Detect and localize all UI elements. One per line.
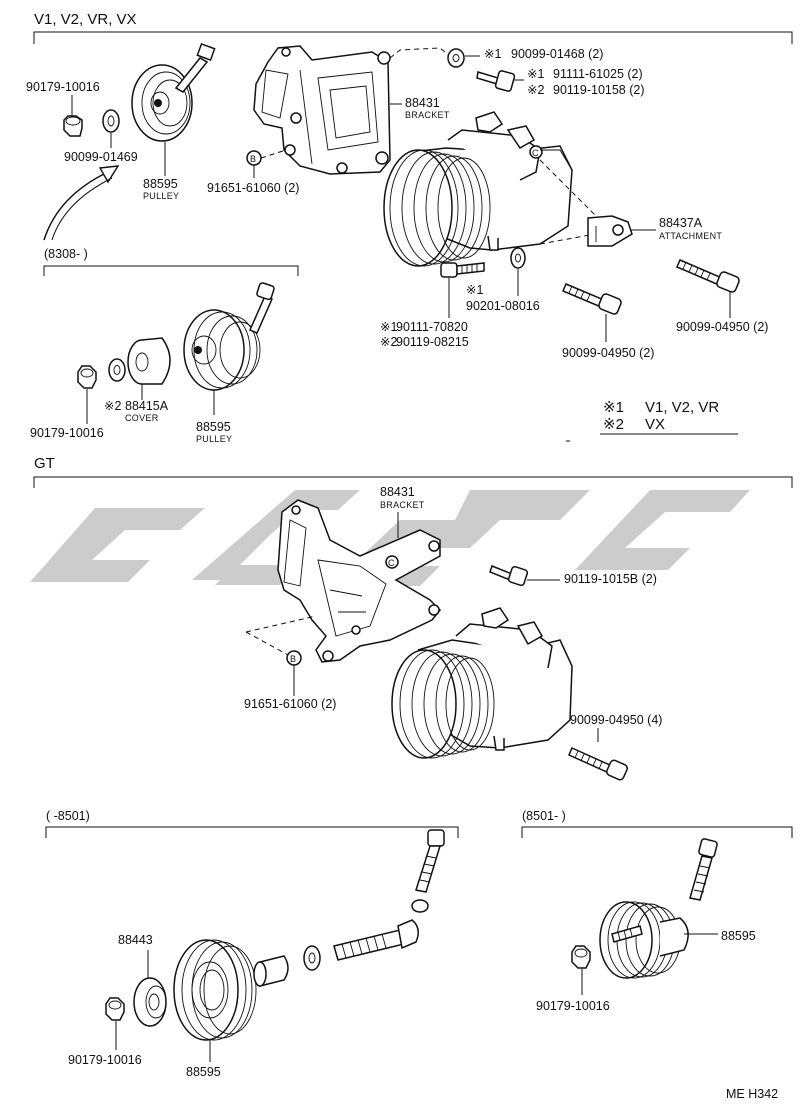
legend-note1: ※1 [603, 399, 624, 416]
section-title-v: V1, V2, VR, VX [34, 11, 137, 28]
stud-bottom-left [333, 919, 419, 961]
label-88431-top: 88431 [405, 96, 440, 110]
washer-90099-01469 [102, 109, 120, 133]
label-90119-1015b-gt: 90119-1015B (2) [564, 572, 657, 586]
note2-a: ※2 [527, 83, 544, 97]
note1-d: ※1 [380, 320, 397, 334]
label-attachment: ATTACHMENT [659, 231, 722, 241]
label-88443: 88443 [118, 933, 153, 947]
subsection-8308: (8308- ) [44, 247, 88, 261]
circle-c-compressor: C [532, 148, 539, 158]
circle-c-gt: C [388, 558, 395, 568]
legend-note2: ※2 [603, 416, 624, 433]
label-90179-10016-bottom-right: 90179-10016 [536, 999, 610, 1013]
bolt-91111-61025 [476, 70, 516, 92]
washer-90099-01468 [447, 48, 465, 68]
watermark-logo [30, 490, 750, 586]
label-bracket-gt: BRACKET [380, 500, 425, 510]
label-88437a: 88437A [659, 216, 703, 230]
note2-b: ※2 [380, 335, 397, 349]
bolt-90119-gt [489, 565, 529, 587]
label-bracket-top: BRACKET [405, 110, 450, 120]
circle-b-top: B [250, 154, 256, 164]
washer-88443 [133, 977, 167, 1027]
bolt-90111-70820 [440, 262, 485, 278]
section-bracket-v [33, 31, 793, 44]
label-90111-70820: 90111-70820 [396, 320, 468, 334]
bolt-bottom-left [411, 829, 445, 913]
label-90099-01468: 90099-01468 (2) [511, 47, 603, 61]
label-90099-04950-a: 90099-04950 (2) [562, 346, 654, 360]
legend-text1: V1, V2, VR [645, 399, 719, 416]
label-88431-gt: 88431 [380, 485, 415, 499]
label-91651-61060-top: 91651-61060 (2) [207, 181, 299, 195]
label-90099-04950-b: 90099-04950 (2) [676, 320, 768, 334]
label-91111-61025: 91111-61025 (2) [553, 67, 643, 81]
subsection-bracket-8501-after [521, 826, 793, 838]
bracket-88431-gt: C [277, 499, 442, 663]
label-91651-61060-gt: 91651-61060 (2) [244, 697, 336, 711]
note2-c: ※2 [104, 399, 121, 413]
label-90201-08016: 90201-08016 [466, 299, 540, 313]
compressor-gt [391, 607, 573, 759]
bracket-88431-top [253, 45, 391, 175]
note1-a: ※1 [484, 47, 501, 61]
legend: ※1 V1, V2, VR ※2 VX [600, 399, 738, 435]
label-90119-10158-top: 90119-10158 (2) [553, 83, 645, 97]
page-code: ME H342 [726, 1087, 778, 1101]
label-90099-01469: 90099-01469 [64, 150, 138, 164]
pulley-88595-bottom-right [599, 901, 689, 979]
label-pulley-top: PULLEY [143, 191, 179, 201]
circle-b-gt: B [290, 654, 296, 664]
label-88595-mid: 88595 [196, 420, 231, 434]
label-90119-08215: 90119-08215 [396, 335, 469, 349]
subsection-8501-after: (8501- ) [522, 809, 566, 823]
bolt-90099-04950-b [676, 259, 740, 293]
note1-b: ※1 [527, 67, 544, 81]
pulley-88595-bottom-left [173, 939, 257, 1041]
subsection-bracket-8308 [43, 265, 299, 276]
washer-mid [108, 358, 126, 382]
compressor-top: C [383, 111, 573, 267]
label-90179-10016-top: 90179-10016 [26, 80, 100, 94]
label-cover: COVER [125, 413, 159, 423]
bolt-90099-04950-gt [568, 747, 628, 781]
bolt-bottom-right [689, 838, 718, 901]
nut-90179-bottom-left [105, 997, 125, 1021]
pulley-88595-mid [183, 282, 275, 391]
nut-90179-mid [77, 365, 97, 389]
label-88595-bottom-left: 88595 [186, 1065, 221, 1079]
label-90179-10016-mid: 90179-10016 [30, 426, 104, 440]
cover-88415a [127, 337, 171, 385]
label-90179-10016-bottom-left: 90179-10016 [68, 1053, 142, 1067]
label-90099-04950-gt: 90099-04950 (4) [570, 713, 662, 727]
arrow-icon [43, 165, 120, 241]
washer-bottom-left [303, 945, 321, 971]
pulley-88595-top [131, 43, 216, 142]
nut-90179-bottom-right [571, 945, 591, 969]
subsection-bracket-8501-before [45, 826, 459, 838]
bolt-90099-04950-a [562, 283, 622, 315]
section-bracket-gt [33, 476, 793, 488]
label-pulley-mid: PULLEY [196, 434, 232, 444]
note1-c: ※1 [466, 283, 483, 297]
legend-text2: VX [645, 416, 665, 433]
attachment-88437a [587, 215, 633, 247]
label-88595-bottom-right: 88595 [721, 929, 756, 943]
washer-90201-08016 [510, 247, 526, 269]
section-title-gt: GT [34, 455, 55, 472]
subsection-8501-before: ( -8501) [46, 809, 90, 823]
label-88595-top: 88595 [143, 177, 178, 191]
nut-90179-top [63, 115, 83, 137]
spacer-bottom-left [253, 955, 289, 987]
label-88415a: 88415A [125, 399, 169, 413]
